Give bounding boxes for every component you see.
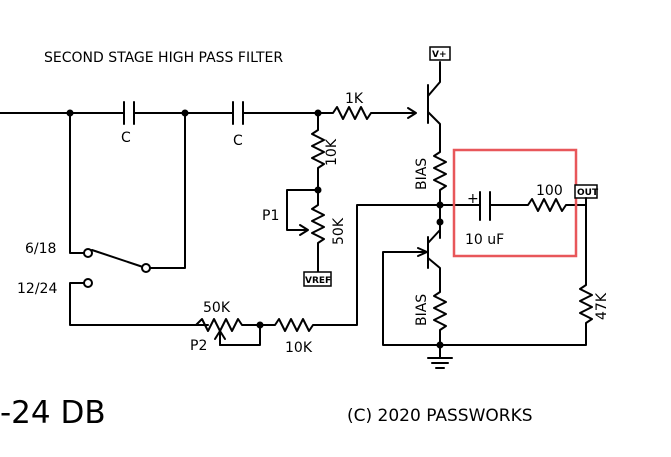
transistor-upper: [427, 61, 441, 146]
switch-contact-12-24: [83, 278, 93, 288]
capacitor-polarity: +: [467, 191, 479, 207]
resistor-1k-label: 1K: [345, 91, 364, 107]
copyright-label: (C) 2020 PASSWORKS: [347, 406, 533, 426]
ground-icon: [427, 357, 453, 369]
resistor-100: [519, 198, 587, 212]
switch-contact-6-18: [83, 248, 93, 258]
potentiometer-p2-label: P2: [190, 338, 207, 354]
junction-dot: [436, 341, 444, 349]
vref-label: VREF: [305, 276, 331, 286]
db-label: -24 DB: [0, 395, 106, 431]
potentiometer-p1-label: P1: [262, 208, 279, 224]
resistor-47k: [439, 197, 593, 346]
resistor-10k-horizontal: [259, 318, 326, 332]
resistor-1k: [317, 106, 417, 120]
selector-switch: [69, 112, 209, 326]
schematic-title: SECOND STAGE HIGH PASS FILTER: [44, 50, 283, 66]
potentiometer-p2-value: 50K: [203, 300, 231, 316]
highlight-box: [452, 148, 578, 258]
capacitor-c2: [232, 101, 244, 125]
resistor-47k-label: 47K: [594, 292, 610, 320]
transistor-lower: [382, 221, 441, 346]
capacitor-c2-label: C: [233, 133, 243, 149]
capacitor-value: 10 uF: [465, 232, 504, 248]
capacitor-c1-label: C: [121, 130, 131, 146]
switch-common-contact: [141, 263, 151, 273]
resistor-10k-vertical: [311, 112, 325, 191]
vplus-box: [429, 46, 451, 61]
resistor-bias-bottom-label: BIAS: [414, 294, 430, 326]
resistor-bias-bottom: [433, 285, 447, 359]
out-label: OUT: [577, 188, 599, 198]
resistor-bias-top-label: BIAS: [414, 158, 430, 190]
potentiometer-p2: [195, 318, 261, 346]
potentiometer-p1: [286, 189, 325, 273]
capacitor-output: [439, 191, 521, 221]
switch-label-6-18: 6/18: [25, 241, 56, 257]
resistor-10k-vertical-label: 10K: [324, 138, 340, 166]
resistor-10k-horizontal-label: 10K: [285, 340, 313, 356]
capacitor-c1: [123, 101, 135, 125]
resistor-bias-top: [433, 144, 447, 239]
potentiometer-p1-value: 50K: [331, 217, 347, 245]
vplus-label: V+: [432, 50, 447, 60]
vref-box: [303, 271, 332, 287]
resistor-100-label: 100: [536, 183, 563, 199]
switch-label-12-24: 12/24: [17, 281, 57, 297]
